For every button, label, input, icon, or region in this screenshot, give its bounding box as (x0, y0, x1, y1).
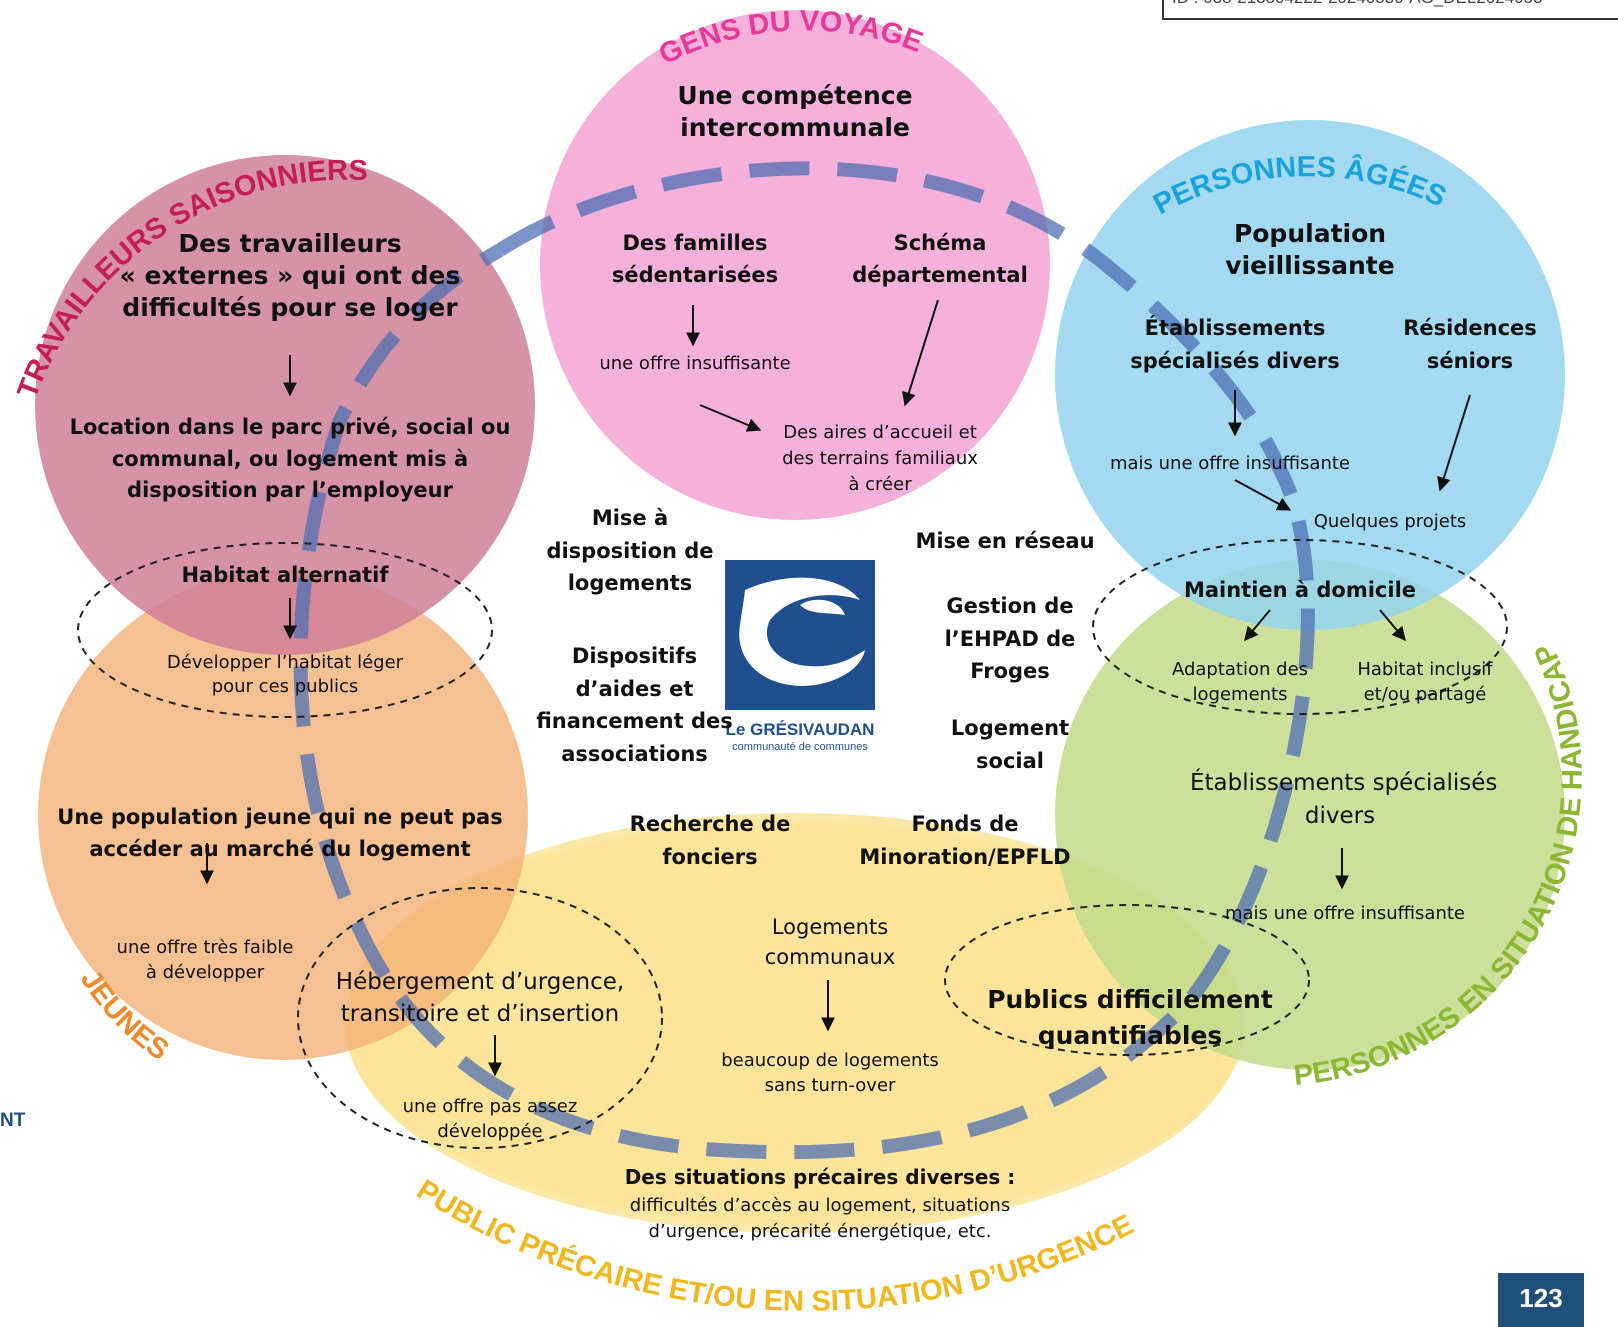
logo-name: Le GRÉSIVAUDAN (726, 720, 875, 739)
situations-precaires-head: Des situations précaires diverses : (624, 1165, 1016, 1189)
ellipse-maintien-domicile (1092, 539, 1508, 715)
circle-handicap (1055, 560, 1565, 1070)
situations-precaires-text: difficultés d’accès au logement, situati… (629, 1195, 1011, 1243)
logo-sub: communauté de communes (732, 741, 868, 753)
id-stamp: ID : 038-213804222-20240530-AG_DEL202405… (1162, 0, 1618, 20)
hebergement-head: Hébergement d’urgence,transitoire et d’i… (335, 969, 625, 1028)
page-number: 123 (1498, 1273, 1584, 1327)
circle-travailleurs (35, 155, 535, 655)
arrows (200, 299, 1471, 1077)
circle-jeunes (38, 570, 528, 1060)
ellipse-publics-difficiles (944, 904, 1310, 1056)
ellipse-hebergement-urgence (297, 887, 663, 1149)
habitat-alternatif-head: Habitat alternatif (181, 563, 389, 587)
pa-result: Quelques projets (1313, 511, 1467, 532)
gdv-left-note: une offre insuffisante (599, 353, 791, 374)
maintien-domicile-head: Maintien à domicile (1183, 578, 1417, 602)
gresivaudan-logo: Le GRÉSIVAUDAN communauté de communes (725, 560, 875, 753)
circle-personnes-agees (1055, 120, 1565, 630)
cut-off-text: NT (0, 1110, 26, 1131)
pa-left-note: mais une offre insuffisante (1109, 453, 1351, 474)
handicap-note: mais une offre insuffisante (1224, 903, 1466, 924)
travailleurs-heading: Des travailleurs« externes » qui ont des… (119, 229, 461, 322)
dashed-link-line (293, 161, 1315, 1160)
action-mise-en-reseau: Mise en réseau (915, 529, 1095, 553)
ellipse-habitat-alternatif (77, 542, 493, 718)
circle-gens-du-voyage (540, 10, 1050, 520)
